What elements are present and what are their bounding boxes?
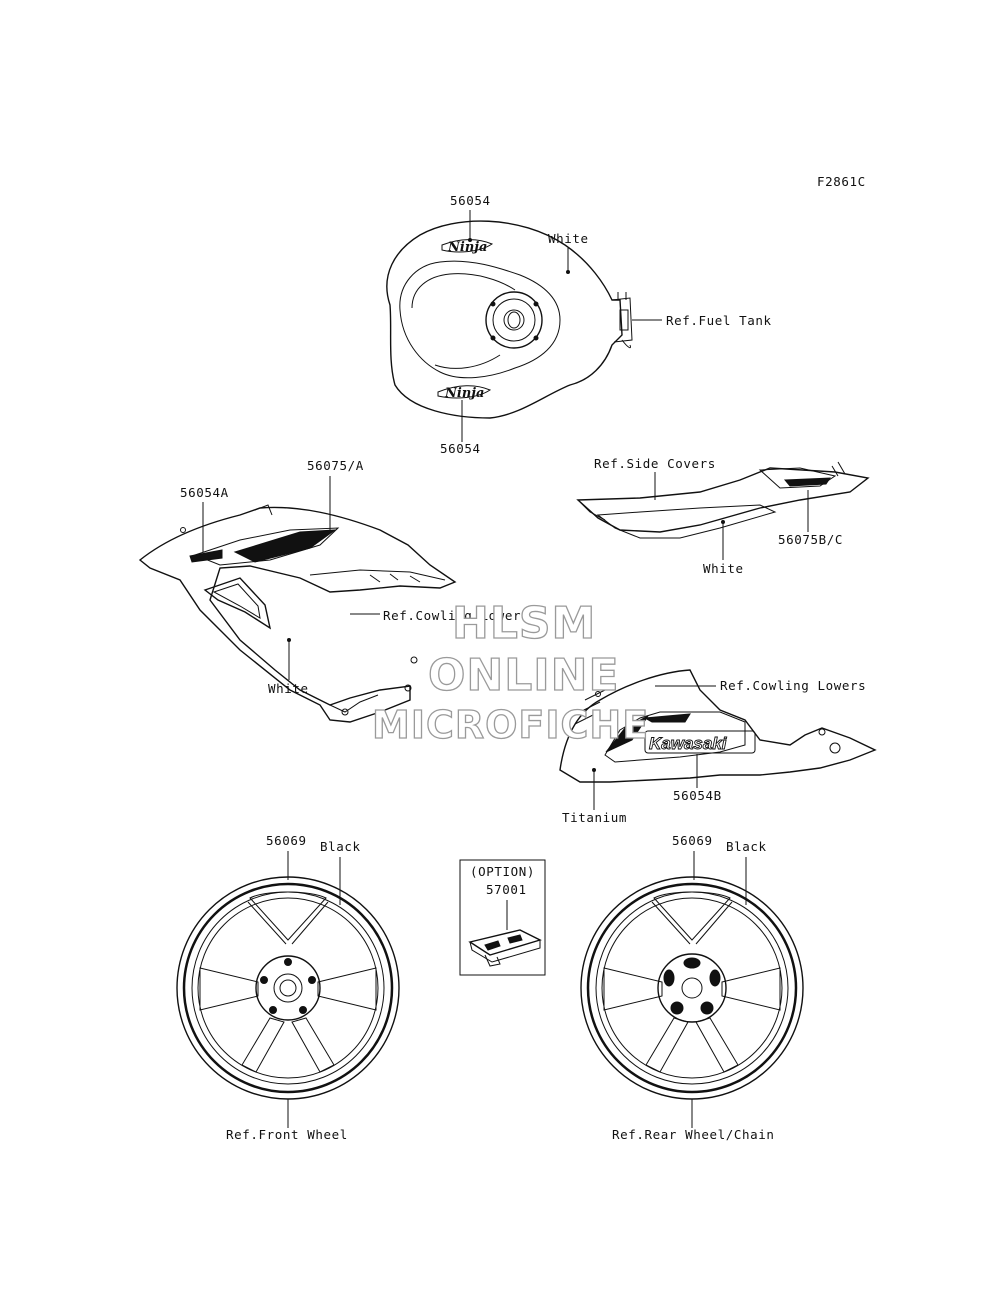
tank-part-bottom: 56054 — [440, 441, 481, 456]
cowling-lower-ref: Ref.Cowling Lowers — [720, 678, 866, 693]
cowling-upper-part-a: 56054A — [180, 485, 229, 500]
fuel-tank — [386, 220, 633, 419]
figure-code: F2861C — [817, 174, 866, 189]
lower-cowling: Kawasaki — [559, 669, 877, 783]
cowling-lower-color: Titanium — [562, 810, 627, 825]
side-covers-ref: Ref.Side Covers — [594, 456, 716, 471]
svg-text:Ninja: Ninja — [447, 240, 487, 255]
front-wheel-color: Black — [320, 839, 361, 854]
cowling-upper-color: White — [268, 681, 309, 696]
side-cover — [576, 461, 870, 539]
rear-wheel-color: Black — [726, 839, 767, 854]
side-covers-part: 56075B/C — [778, 532, 843, 547]
cowling-upper-ref: Ref.Cowling Lowers — [383, 608, 529, 623]
option-part: 57001 — [486, 882, 527, 897]
svg-text:Kawasaki: Kawasaki — [649, 734, 728, 753]
rear-wheel-part: 56069 — [672, 833, 713, 848]
rear-wheel — [580, 876, 804, 1100]
watermark-line-1: HLSM — [452, 598, 596, 649]
option-box: (OPTION) 57001 — [459, 859, 546, 976]
front-wheel-part: 56069 — [266, 833, 307, 848]
cowling-lower-part: 56054B — [673, 788, 722, 803]
tank-color: White — [548, 231, 589, 246]
option-heading: (OPTION) — [470, 864, 535, 879]
side-covers-color: White — [703, 561, 744, 576]
svg-text:Ninja: Ninja — [444, 386, 484, 401]
tank-ref: Ref.Fuel Tank — [666, 313, 772, 328]
watermark: HLSM ONLINE MICROFICHE — [371, 597, 649, 747]
watermark-line-3: MICROFICHE — [372, 703, 649, 747]
ninja-emblem-top: Ninja — [441, 239, 494, 255]
tank-part-top: 56054 — [450, 193, 491, 208]
watermark-line-2: ONLINE — [428, 650, 620, 701]
front-wheel-ref: Ref.Front Wheel — [226, 1127, 348, 1142]
upper-cowling — [138, 504, 457, 723]
rear-wheel-ref: Ref.Rear Wheel/Chain — [612, 1127, 775, 1142]
ninja-emblem-bottom: Ninja — [437, 385, 492, 401]
cowling-upper-part-b: 56075/A — [307, 458, 364, 473]
front-wheel — [176, 876, 400, 1100]
